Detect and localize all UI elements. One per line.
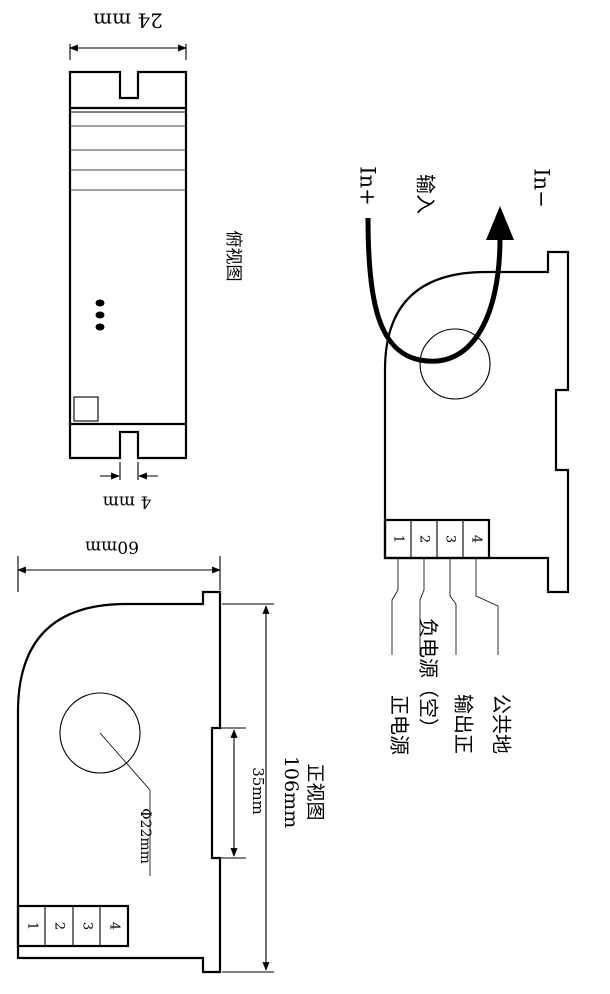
front-terminal-4: 4 (107, 922, 122, 930)
wiring-terminal-block: 1 2 3 4 (383, 518, 491, 560)
front-terminal-block: 1 2 3 4 (16, 904, 130, 948)
current-direction-arrow (486, 206, 514, 240)
front-width-dim: 60mm (85, 537, 139, 557)
wiring-terminal-3: 3 (443, 535, 458, 543)
front-view-outline (16, 590, 222, 974)
front-hole-leader (99, 732, 151, 791)
top-slot-dim: 4 mm (103, 492, 151, 512)
top-view: 24 mm 4 mm 俯视图 (68, 9, 243, 512)
pin-3-label: 输出正 (452, 694, 476, 754)
front-view: 1 2 3 4 Φ22mm 60mm 35mm 106mm 正视图 (16, 537, 326, 974)
top-width-dim: 24 mm (93, 9, 163, 33)
front-terminal-2: 2 (52, 922, 67, 930)
front-hole-dim: Φ22mm (137, 808, 153, 864)
top-view-corner-box (73, 396, 99, 422)
input-plus-label: In+ (356, 166, 380, 205)
wiring-terminal-4: 4 (469, 535, 484, 543)
wiring-view: 1 2 3 4 In+ 输入 In− 正电源 负电源（空） 输出正 公共地 (356, 166, 570, 755)
pin-leaders (391, 558, 499, 655)
input-caption: 输入 (414, 174, 438, 214)
top-view-led-dots (95, 299, 105, 331)
top-view-caption: 俯视图 (223, 231, 243, 282)
wiring-hole (419, 328, 491, 400)
input-minus-label: In− (530, 168, 554, 207)
wiring-terminal-2: 2 (417, 535, 432, 543)
front-hole (59, 692, 141, 774)
front-terminal-3: 3 (80, 922, 95, 930)
wiring-terminal-1: 1 (391, 535, 406, 543)
conductor-wire (365, 217, 503, 364)
front-slot-dim: 35mm (249, 767, 267, 815)
front-view-caption: 正视图 (304, 763, 326, 820)
top-view-outline (68, 70, 188, 460)
front-terminal-1: 1 (25, 922, 40, 930)
pin-1-label: 正电源 (388, 695, 412, 755)
front-height-dim: 106mm (280, 756, 302, 828)
top-view-stripes (70, 106, 186, 426)
pin-4-label: 公共地 (490, 694, 514, 754)
pin-2-label: 负电源（空） (417, 618, 441, 738)
